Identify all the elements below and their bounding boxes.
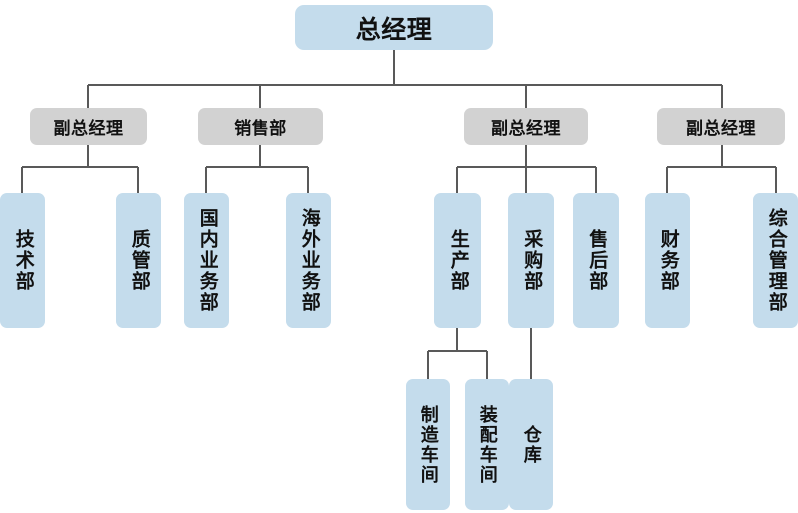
node-finance-department[interactable]: 财务部 xyxy=(645,193,690,328)
node-quality-control-department[interactable]: 质管部 xyxy=(116,193,161,328)
node-label: 装配车间 xyxy=(477,404,498,485)
node-after-sales-department[interactable]: 售后部 xyxy=(573,193,619,328)
node-deputy-general-manager-2[interactable]: 副总经理 xyxy=(464,108,588,145)
node-deputy-general-manager-1[interactable]: 副总经理 xyxy=(30,108,147,145)
node-label: 综合管理部 xyxy=(765,208,787,313)
node-label: 副总经理 xyxy=(686,119,756,138)
node-label: 采购部 xyxy=(521,229,543,292)
node-label: 副总经理 xyxy=(491,119,561,138)
node-label: 售后部 xyxy=(586,229,608,292)
node-label: 总经理 xyxy=(355,15,433,44)
node-deputy-general-manager-3[interactable]: 副总经理 xyxy=(657,108,785,145)
node-production-department[interactable]: 生产部 xyxy=(434,193,481,328)
node-domestic-business-department[interactable]: 国内业务部 xyxy=(184,193,229,328)
node-label: 技术部 xyxy=(12,229,34,292)
node-label: 质管部 xyxy=(128,229,150,292)
node-label: 国内业务部 xyxy=(196,208,218,313)
node-general-manager[interactable]: 总经理 xyxy=(295,5,493,50)
node-label: 销售部 xyxy=(234,119,287,138)
node-purchasing-department[interactable]: 采购部 xyxy=(508,193,554,328)
node-general-administration-department[interactable]: 综合管理部 xyxy=(753,193,798,328)
node-technical-department[interactable]: 技术部 xyxy=(0,193,45,328)
node-label: 制造车间 xyxy=(418,404,439,485)
node-label: 仓库 xyxy=(521,424,542,465)
node-label: 海外业务部 xyxy=(298,208,320,313)
node-warehouse[interactable]: 仓库 xyxy=(509,379,553,510)
node-assembly-workshop[interactable]: 装配车间 xyxy=(465,379,509,510)
node-overseas-business-department[interactable]: 海外业务部 xyxy=(286,193,331,328)
node-manufacturing-workshop[interactable]: 制造车间 xyxy=(406,379,450,510)
node-sales-department[interactable]: 销售部 xyxy=(198,108,323,145)
node-label: 财务部 xyxy=(657,229,679,292)
node-label: 副总经理 xyxy=(53,119,124,138)
node-label: 生产部 xyxy=(447,229,469,292)
